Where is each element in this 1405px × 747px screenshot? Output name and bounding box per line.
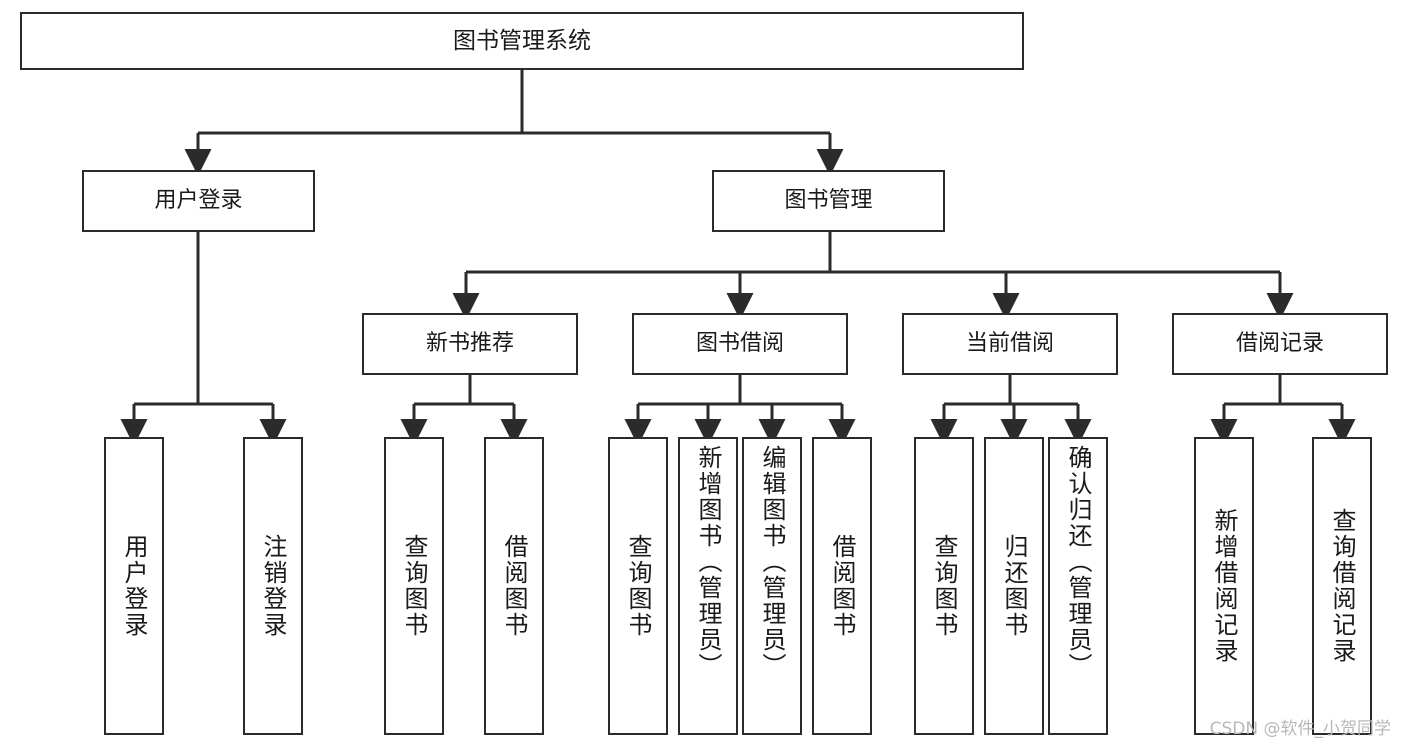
new-book-recommend-to-leaves-connectors	[400, 375, 528, 446]
leaf-query-borrow-record[interactable]: 查询借阅记录	[1312, 437, 1372, 735]
leaf-edit-book-admin[interactable]: 编辑图书（管理员）	[742, 437, 802, 735]
node-label: 借阅记录	[1235, 331, 1324, 357]
leaf-logout[interactable]: 注销登录	[243, 437, 303, 735]
node-borrow-record[interactable]: 借阅记录	[1172, 313, 1388, 375]
leaf-add-book-admin[interactable]: 新增图书（管理员）	[678, 437, 738, 735]
leaf-query-book-recommend[interactable]: 查询图书	[384, 437, 444, 735]
node-label: 注销登录	[259, 534, 287, 638]
node-label: 新增借阅记录	[1210, 508, 1238, 664]
node-new-book-recommend[interactable]: 新书推荐	[362, 313, 578, 375]
current-borrow-to-leaves-connectors	[930, 375, 1092, 446]
leaf-borrow-book-recommend[interactable]: 借阅图书	[484, 437, 544, 735]
node-label: 查询图书	[930, 534, 958, 638]
node-label: 查询借阅记录	[1328, 508, 1356, 664]
book-mgmt-to-level3-connectors	[452, 232, 1294, 320]
node-label: 新增图书（管理员）	[694, 445, 722, 679]
node-book-borrow[interactable]: 图书借阅	[632, 313, 848, 375]
node-label: 图书管理系统	[453, 27, 591, 54]
node-book-management[interactable]: 图书管理	[712, 170, 945, 232]
node-label: 当前借阅	[965, 331, 1054, 357]
node-current-borrow[interactable]: 当前借阅	[902, 313, 1118, 375]
root-to-level2-connectors	[184, 70, 844, 176]
node-label: 归还图书	[1000, 534, 1028, 638]
node-label: 借阅图书	[828, 534, 856, 638]
node-label: 用户登录	[154, 188, 243, 214]
borrow-record-to-leaves-connectors	[1210, 375, 1356, 446]
node-label: 借阅图书	[500, 534, 528, 638]
node-label: 确认归还（管理员）	[1064, 445, 1092, 679]
leaf-user-login[interactable]: 用户登录	[104, 437, 164, 735]
node-label: 编辑图书（管理员）	[758, 445, 786, 679]
node-label: 查询图书	[624, 534, 652, 638]
leaf-return-book[interactable]: 归还图书	[984, 437, 1044, 735]
leaf-confirm-return-admin[interactable]: 确认归还（管理员）	[1048, 437, 1108, 735]
node-label: 用户登录	[120, 534, 148, 638]
book-borrow-to-leaves-connectors	[624, 375, 856, 446]
node-label: 新书推荐	[425, 331, 514, 357]
leaf-query-book-borrow[interactable]: 查询图书	[608, 437, 668, 735]
node-label: 查询图书	[400, 534, 428, 638]
leaf-query-book-current[interactable]: 查询图书	[914, 437, 974, 735]
node-label: 图书管理	[784, 188, 873, 214]
node-book-management-system[interactable]: 图书管理系统	[20, 12, 1024, 70]
node-user-login[interactable]: 用户登录	[82, 170, 315, 232]
leaf-borrow-book[interactable]: 借阅图书	[812, 437, 872, 735]
node-label: 图书借阅	[695, 331, 784, 357]
leaf-add-borrow-record[interactable]: 新增借阅记录	[1194, 437, 1254, 735]
user-login-to-leaves-connectors	[120, 232, 287, 446]
